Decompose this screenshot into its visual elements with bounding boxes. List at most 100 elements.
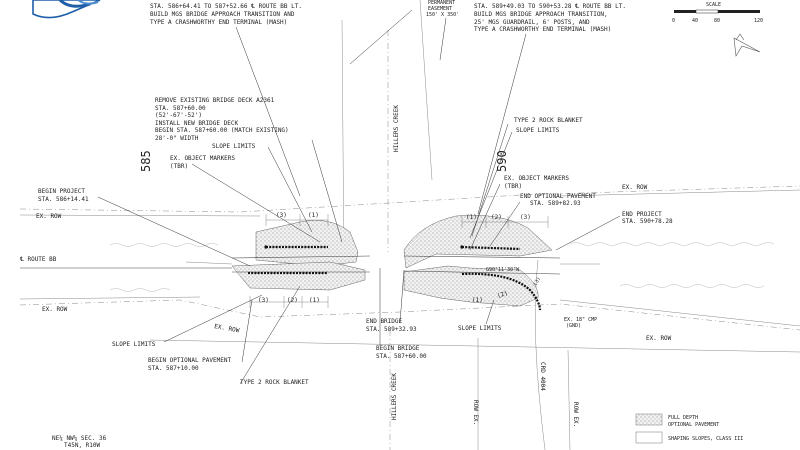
label-section: NE¼ NW¼ SEC. 36 T45N, R10W — [52, 435, 107, 449]
svg-text:EX. OBJECT MARKERS: EX. OBJECT MARKERS — [504, 175, 569, 182]
svg-text:80: 80 — [714, 18, 720, 24]
svg-text:PERMANENT: PERMANENT — [428, 0, 455, 6]
svg-text:28'-0" WIDTH: 28'-0" WIDTH — [155, 135, 199, 142]
label-ex-object-markers-right: EX. OBJECT MARKERS (TBR) — [504, 175, 569, 190]
svg-text:SCALE: SCALE — [706, 2, 721, 8]
note-top-left: STA. 586+64.41 TO 587+52.66 ℄ ROUTE BB L… — [150, 3, 302, 26]
svg-text:(1): (1) — [472, 297, 483, 304]
note-top-right: STA. 589+49.03 TO 590+53.28 ℄ ROUTE BB L… — [474, 3, 626, 33]
svg-text:TYPE A CRASHWORTHY END TERMINA: TYPE A CRASHWORTHY END TERMINAL (MASH) — [474, 26, 611, 33]
station-590: 590 — [495, 150, 509, 172]
svg-text:STA. 587+10.00: STA. 587+10.00 — [148, 365, 199, 372]
svg-text:(52'-67'-52'): (52'-67'-52') — [155, 112, 202, 119]
svg-text:EX. OBJECT MARKERS: EX. OBJECT MARKERS — [170, 155, 235, 162]
svg-text:STA. 589+49.03 TO 590+53.28 ℄: STA. 589+49.03 TO 590+53.28 ℄ ROUTE BB L… — [474, 3, 626, 10]
note-permanent-easement: PERMANENT EASEMENT 150' X 350' — [426, 0, 459, 18]
label-slope-limits-right-top: SLOPE LIMITS — [516, 127, 560, 134]
label-slope-limits-bottom-right: SLOPE LIMITS — [458, 325, 502, 332]
svg-text:(3): (3) — [533, 276, 543, 287]
svg-text:BUILD MGS BRIDGE APPROACH TRAN: BUILD MGS BRIDGE APPROACH TRANSITION, — [474, 11, 608, 18]
svg-text:150' X 350': 150' X 350' — [426, 12, 459, 18]
leader-lines — [97, 9, 621, 385]
svg-text:40: 40 — [692, 18, 698, 24]
svg-text:(GND): (GND) — [566, 323, 581, 329]
svg-text:(1): (1) — [309, 297, 320, 304]
svg-text:END OPTIONAL PAVEMENT: END OPTIONAL PAVEMENT — [520, 193, 596, 200]
label-type2-rock-blanket-bottom: TYPE 2 ROCK BLANKET — [240, 379, 309, 386]
label-ex-row-left-top: EX. ROW — [36, 213, 62, 220]
svg-text:INSTALL NEW BRIDGE DECK: INSTALL NEW BRIDGE DECK — [155, 120, 238, 127]
svg-text:(2): (2) — [491, 214, 502, 221]
svg-text:END PROJECT: END PROJECT — [622, 211, 662, 218]
svg-text:(TBR): (TBR) — [504, 183, 522, 190]
dimension-marks: (3) (1) (3) (2) (1) (1) (2) (3) (1) (2) … — [249, 212, 549, 308]
svg-text:EASEMENT: EASEMENT — [428, 6, 452, 12]
svg-text:(2): (2) — [496, 290, 509, 300]
svg-text:TYPE A CRASHWORTHY END TERMINA: TYPE A CRASHWORTHY END TERMINAL (MASH) — [150, 19, 287, 26]
label-ex-cmp: EX. 18" CMP (GND) — [564, 317, 597, 329]
svg-text:STA. 586+64.41 TO 587+52.66 ℄: STA. 586+64.41 TO 587+52.66 ℄ ROUTE BB L… — [150, 3, 302, 10]
svg-text:END BRIDGE: END BRIDGE — [366, 318, 403, 325]
legend-label-pavement-1: FULL DEPTH — [668, 415, 698, 421]
label-hillers-creek-top: HILLERS CREEK — [393, 105, 400, 152]
label-row-ex-left: ROW EX. — [472, 400, 479, 425]
legend-swatch-hatch — [635, 413, 663, 426]
north-arrow — [733, 33, 761, 57]
label-route-bb: ℄ ROUTE BB — [19, 256, 57, 263]
label-ex-row-right-top: EX. ROW — [622, 184, 648, 191]
legend-label-pavement-2: OPTIONAL PAVEMENT — [668, 422, 719, 428]
svg-text:STA. 590+78.28: STA. 590+78.28 — [622, 218, 673, 225]
svg-text:BEGIN STA. 587+60.00 (MATCH EX: BEGIN STA. 587+60.00 (MATCH EXISTING) — [155, 127, 289, 134]
label-ex-row-left-bottom: EX. ROW — [42, 306, 68, 313]
agency-logo — [32, 0, 101, 19]
scale-bar: SCALE 0 40 80 120 — [672, 2, 763, 24]
svg-text:EX. 18" CMP: EX. 18" CMP — [564, 317, 597, 323]
pavement-areas — [231, 214, 553, 307]
svg-text:25' MGS GUARDRAIL, 6' POSTS, A: 25' MGS GUARDRAIL, 6' POSTS, AND — [474, 19, 590, 26]
label-crd-4004: CRD 4004 — [539, 362, 546, 391]
legend-swatch-blank — [635, 431, 663, 444]
svg-text:STA. 589+32.93: STA. 589+32.93 — [366, 326, 417, 333]
svg-text:BUILD MGS BRIDGE APPROACH TRAN: BUILD MGS BRIDGE APPROACH TRANSITION AND — [150, 11, 295, 18]
label-row-ex-right: ROW EX. — [572, 402, 579, 427]
label-hillers-creek-bottom: HILLERS CREEK — [391, 373, 398, 420]
label-end-bridge: END BRIDGE STA. 589+32.93 — [366, 318, 417, 333]
svg-text:120: 120 — [754, 18, 763, 24]
label-ex-row-mid-bottom: EX. ROW — [214, 323, 240, 334]
label-type2-rock-blanket-top: TYPE 2 ROCK BLANKET — [514, 117, 583, 124]
label-slope-limits-bottom-left: SLOPE LIMITS — [112, 341, 156, 348]
note-remove-bridge: REMOVE EXISTING BRIDGE DECK A2361 STA. 5… — [155, 97, 289, 142]
svg-text:(TBR): (TBR) — [170, 163, 188, 170]
svg-text:NE¼ NW¼ SEC. 36: NE¼ NW¼ SEC. 36 — [52, 435, 107, 442]
svg-text:(1): (1) — [308, 212, 319, 219]
right-of-way-lines — [19, 185, 800, 353]
legend-label-slopes: SHAPING SLOPES, CLASS III — [668, 436, 743, 442]
water-waves — [109, 242, 775, 292]
svg-text:0: 0 — [672, 18, 675, 24]
svg-text:(2): (2) — [287, 297, 298, 304]
label-begin-bridge: BEGIN BRIDGE STA. 587+60.00 — [376, 345, 427, 360]
svg-text:STA. 586+14.41: STA. 586+14.41 — [38, 196, 89, 203]
label-ex-object-markers-left: EX. OBJECT MARKERS (TBR) — [170, 155, 235, 170]
svg-text:STA. 589+82.93: STA. 589+82.93 — [530, 200, 581, 207]
svg-text:STA. 587+60.00: STA. 587+60.00 — [376, 353, 427, 360]
label-curve-angle: G90°11'30"W — [486, 267, 520, 273]
label-end-optional-pavement: END OPTIONAL PAVEMENT STA. 589+82.93 — [520, 193, 596, 207]
svg-text:(1): (1) — [466, 214, 477, 221]
legend: FULL DEPTH OPTIONAL PAVEMENT SHAPING SLO… — [635, 413, 743, 444]
svg-text:BEGIN BRIDGE: BEGIN BRIDGE — [376, 345, 420, 352]
station-585: 585 — [139, 150, 153, 172]
svg-text:BEGIN OPTIONAL PAVEMENT: BEGIN OPTIONAL PAVEMENT — [148, 357, 231, 364]
label-begin-optional-pavement: BEGIN OPTIONAL PAVEMENT STA. 587+10.00 — [148, 357, 231, 372]
label-slope-limits-left: SLOPE LIMITS — [212, 143, 256, 150]
svg-text:(3): (3) — [520, 214, 531, 221]
svg-text:BEGIN PROJECT: BEGIN PROJECT — [38, 188, 85, 195]
label-end-project: END PROJECT STA. 590+78.28 — [622, 211, 673, 225]
guardrails — [248, 245, 542, 311]
svg-text:(3): (3) — [276, 212, 287, 219]
svg-text:STA. 587+60.00: STA. 587+60.00 — [155, 105, 206, 112]
label-begin-project: BEGIN PROJECT STA. 586+14.41 — [38, 188, 89, 203]
label-ex-row-right-bottom: EX. ROW — [646, 335, 672, 342]
svg-text:(3): (3) — [258, 297, 269, 304]
